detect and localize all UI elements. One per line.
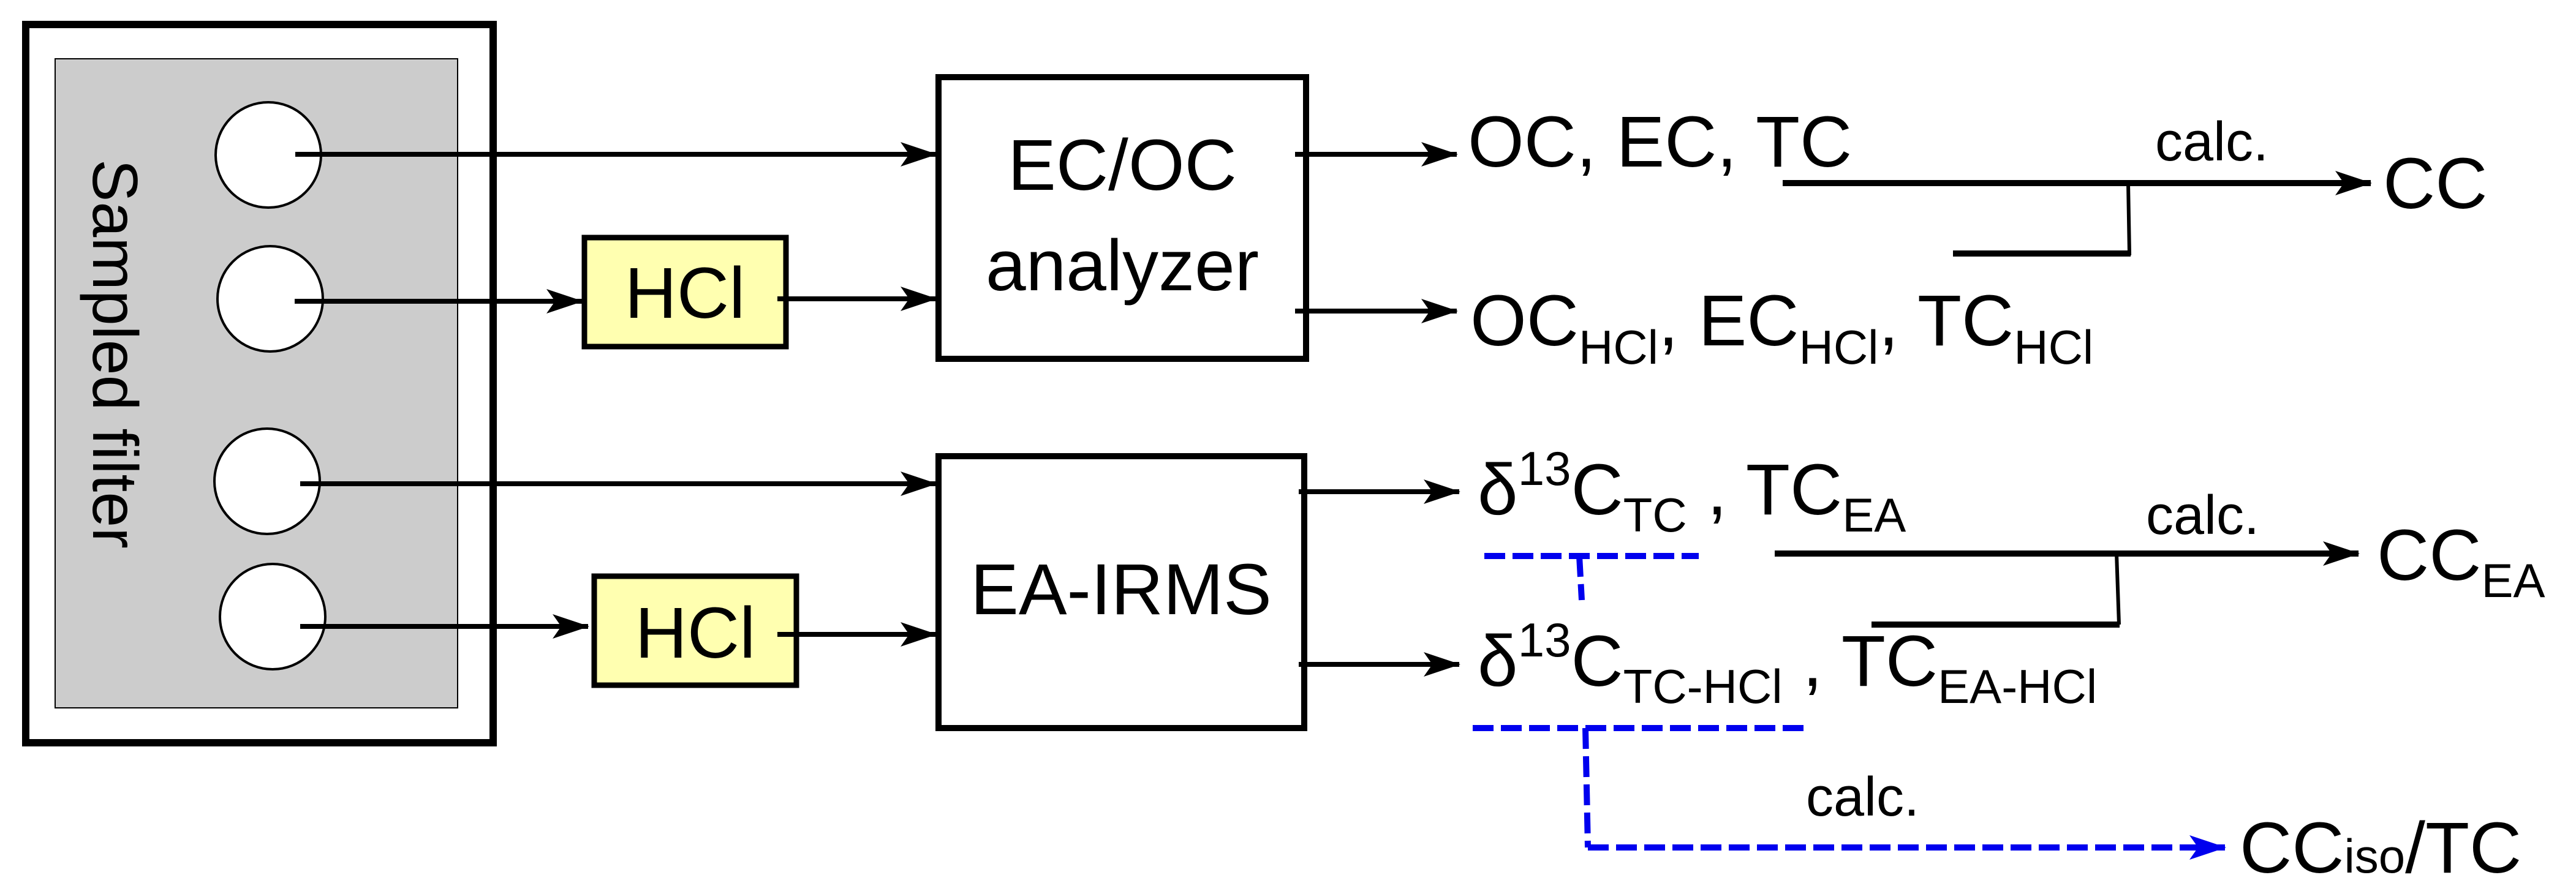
separator: , (1717, 102, 1756, 182)
ecoc-analyzer-label-line1: EC/OC (1008, 125, 1237, 206)
output-tc-hcl: TC (1917, 280, 2014, 361)
ecoc-hcl-output: OCHCl, ECHCl, TCHCl (1470, 280, 2093, 374)
result-cc-iso-ratio: CCiso/TC (2240, 808, 2521, 888)
subscript: EA (1842, 488, 1906, 542)
separator: , (1576, 102, 1617, 182)
output-ec: EC (1617, 102, 1717, 182)
subscript: EA (2481, 554, 2545, 607)
separator: , (1879, 280, 1917, 361)
output-tc-ea: TC (1746, 449, 1842, 530)
separator: , (1658, 280, 1699, 361)
isotope-link-vertical (1576, 555, 1585, 601)
sampled-filter: Sampled filter (22, 21, 497, 746)
calc-label-cc: calc. (2155, 111, 2268, 173)
result-cc: CC (2383, 143, 2487, 224)
result-cc-ea: CCEA (2377, 515, 2545, 607)
delta-symbol: δ (1478, 449, 1518, 530)
output-ec-hcl: EC (1699, 280, 1799, 361)
subscript: HCl (2014, 320, 2093, 374)
ecoc-analyzer-box: EC/OC analyzer (935, 74, 1309, 362)
subscript: EA-HCl (1938, 659, 2097, 713)
ea-irms-box: EA-IRMS (935, 453, 1307, 731)
subscript: HCl (1579, 320, 1658, 374)
output-oc-hcl: OC (1470, 280, 1579, 361)
hcl-treatment-box-1: HCl (581, 235, 789, 350)
output-tc-ea-hcl: TC (1841, 621, 1938, 702)
result-suffix: /TC (2405, 808, 2521, 888)
ea-irms-label: EA-IRMS (970, 549, 1272, 630)
filter-label: Sampled filter (79, 159, 150, 549)
delta-symbol: δ (1478, 621, 1518, 702)
subscript: HCl (1799, 320, 1879, 374)
separator: , (1783, 621, 1841, 702)
output-oc: OC (1468, 102, 1576, 182)
connector-tc-ea-hcl-to-calc (2115, 553, 2121, 625)
ecoc-analyzer-label-line2: analyzer (986, 225, 1259, 306)
isotope-drop-vertical (1582, 727, 1591, 848)
calc-label-cc-ea: calc. (2146, 485, 2259, 546)
carbon-c: C (1571, 621, 1623, 702)
subscript: TC-HCl (1623, 659, 1783, 713)
superscript-13: 13 (1518, 441, 1571, 495)
isotope-calc-path (1473, 553, 2226, 860)
ea-raw-output: δ13CTC , TCEA (1478, 441, 1906, 542)
separator: , (1687, 449, 1746, 530)
subscript: iso (2344, 829, 2405, 883)
carbon-c: C (1571, 449, 1623, 530)
output-tc: TC (1756, 102, 1852, 182)
hcl-label-2: HCl (635, 593, 756, 674)
result-base: CC (2240, 808, 2344, 888)
subscript: TC (1623, 488, 1687, 542)
calc-label-cc-iso: calc. (1806, 767, 1919, 828)
connector-tc-hcl-to-calc (1953, 182, 2132, 255)
ea-hcl-output: δ13CTC-HCl , TCEA-HCl (1478, 613, 2097, 713)
result-base: CC (2377, 515, 2481, 596)
hcl-label-1: HCl (625, 253, 746, 334)
ecoc-raw-output: OC, EC, TC (1468, 102, 1852, 182)
superscript-13: 13 (1518, 613, 1571, 667)
hcl-treatment-box-2: HCl (591, 573, 799, 688)
filter-punch-4 (219, 563, 327, 670)
